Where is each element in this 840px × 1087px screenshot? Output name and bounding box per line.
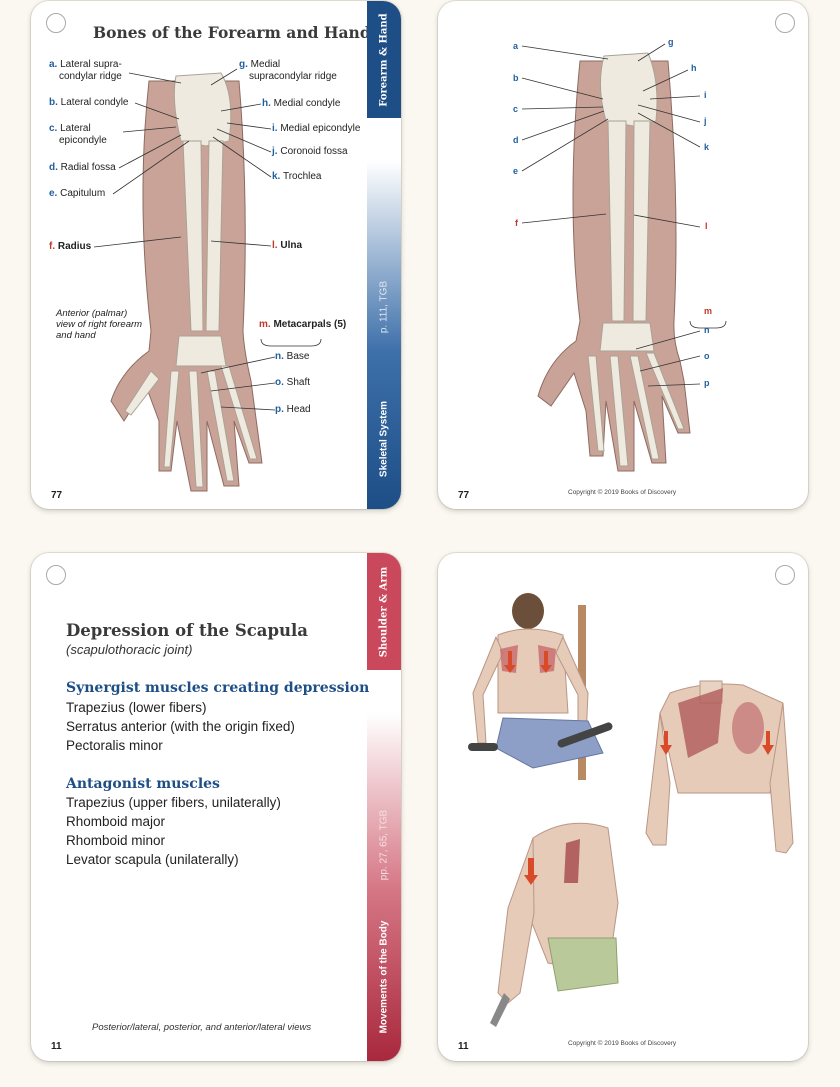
label-h: h. Medial condyle [262,98,341,109]
card-title: Bones of the Forearm and Hand 2 [93,23,387,42]
card-scapula-illustrations: 11 Copyright © 2019 Books of Discovery [438,553,808,1061]
figure-anterior-lateral [490,822,619,1027]
card-hole [46,13,66,33]
page-number: 77 [458,490,470,501]
quiz-letter-b: b [513,73,519,83]
copyright: Copyright © 2019 Books of Discovery [568,1040,677,1047]
quiz-letter-k: k [704,142,710,152]
tab-system: Movements of the Body [378,921,390,1034]
quiz-letter-o: o [704,351,710,361]
quiz-letter-c: c [513,104,519,114]
scapula-depression-illustrations [468,593,794,1027]
quiz-letter-h: h [691,63,697,73]
card-hole [775,13,795,33]
quiz-letter-g: g [668,37,674,47]
quiz-letter-a: a [513,41,519,51]
label-m: m. Metacarpals (5) [259,319,347,330]
label-a: a. Lateral supra-condylar ridge [49,59,122,82]
antagonist-item: Rhomboid major [66,814,166,829]
card-subtitle: (scapulothoracic joint) [66,642,193,657]
antagonist-item: Trapezius (upper fibers, unilaterally) [66,795,281,810]
quiz-letter-f: f [515,218,518,228]
card-forearm-quiz: a b c d e f g h i j k l m n o p 77 Copyr… [438,1,808,509]
tab-shoulder-arm: Shoulder & Arm [367,553,401,670]
synergist-item: Trapezius (lower fibers) [66,700,207,715]
antagonist-item: Rhomboid minor [66,833,166,848]
copyright: Copyright © 2019 Books of Discovery [568,489,677,496]
label-p: p. Head [275,404,311,415]
quiz-letter-p: p [704,378,710,388]
label-n: n. Base [275,351,310,362]
page-number: 11 [51,1041,62,1052]
tab-forearm-hand: Forearm & Hand [367,1,401,118]
label-i: i. Medial epicondyle [272,123,361,134]
antagonist-heading: Antagonist muscles [66,776,220,792]
figure-posterior [645,680,794,854]
label-e: e. Capitulum [49,188,106,199]
synergist-item: Serratus anterior (with the origin fixed… [66,719,295,734]
card-forearm-labeled: Bones of the Forearm and Hand 2 Forearm … [31,1,401,509]
label-o: o. Shaft [275,377,311,388]
label-k: k. Trochlea [272,171,322,182]
quiz-letter-m: m [704,306,713,316]
views-note: Posterior/lateral, posterior, and anteri… [92,1022,312,1033]
card-hole [46,565,66,585]
tab-ref: pp. 27, 65, TGB [378,810,390,881]
synergist-heading: Synergist muscles creating depression [66,680,370,696]
quiz-letter-d: d [513,135,519,145]
card-hole [775,565,795,585]
quiz-letter-j: j [704,116,707,126]
forearm-hand-illustration-unlabeled [521,43,727,472]
label-j: j. Coronoid fossa [272,146,348,157]
figure-posterior-lateral [468,593,613,780]
quiz-letter-i: i [704,90,707,100]
quiz-letter-n: n [704,325,710,335]
card-title: Depression of the Scapula [66,621,308,640]
antagonist-item: Levator scapula (unilaterally) [66,852,239,867]
page-number: 11 [458,1041,469,1052]
label-f: f. Radius [49,241,92,252]
tab-label: Shoulder & Arm [378,566,390,657]
label-b: b. Lateral condyle [49,97,129,108]
tab-movements: pp. 27, 65, TGB Movements of the Body [367,713,401,1061]
synergist-item: Pectoralis minor [66,738,163,753]
label-l: l. Ulna [272,240,303,251]
card-scapula-text: Shoulder & Arm pp. 27, 65, TGB Movements… [31,553,401,1061]
quiz-letter-e: e [513,166,519,176]
tab-skeletal-system: p. 111, TGB Skeletal System [367,161,401,509]
forearm-hand-illustration [93,68,322,492]
quiz-letter-l: l [705,221,708,231]
label-d: d. Radial fossa [49,162,116,173]
page-number: 77 [51,490,63,501]
